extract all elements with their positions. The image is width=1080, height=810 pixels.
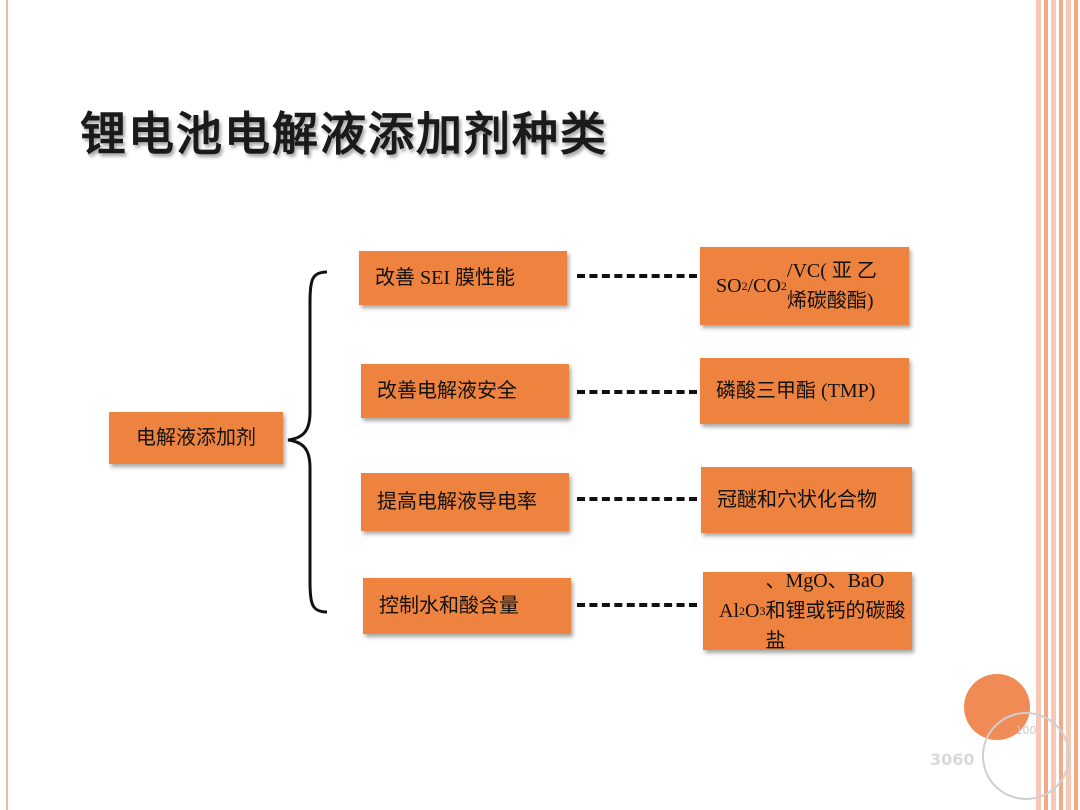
result-box-safety: 磷酸三甲酯 (TMP) (700, 358, 909, 424)
watermark-number: 3060 (930, 750, 975, 769)
dashed-connector-4 (577, 603, 697, 607)
dashed-connector-3 (577, 497, 697, 501)
page-title: 锂电池电解液添加剂种类 (80, 107, 608, 161)
curly-brace (287, 270, 328, 614)
purpose-box-safety: 改善电解液安全 (361, 364, 569, 418)
purpose-box-sei: 改善 SEI 膜性能 (359, 251, 567, 305)
purpose-box-conductivity: 提高电解液导电率 (361, 473, 569, 531)
stamp-text: 100 (1015, 724, 1037, 737)
dashed-connector-2 (577, 390, 697, 394)
dashed-connector-1 (577, 274, 697, 278)
result-box-conductivity: 冠醚和穴状化合物 (701, 467, 912, 533)
decorative-stripes (1036, 0, 1080, 810)
left-frame-line (6, 0, 8, 810)
root-node: 电解液添加剂 (109, 412, 283, 464)
purpose-box-water-acid: 控制水和酸含量 (363, 578, 571, 634)
watermark-stamp: 100 (982, 712, 1070, 800)
